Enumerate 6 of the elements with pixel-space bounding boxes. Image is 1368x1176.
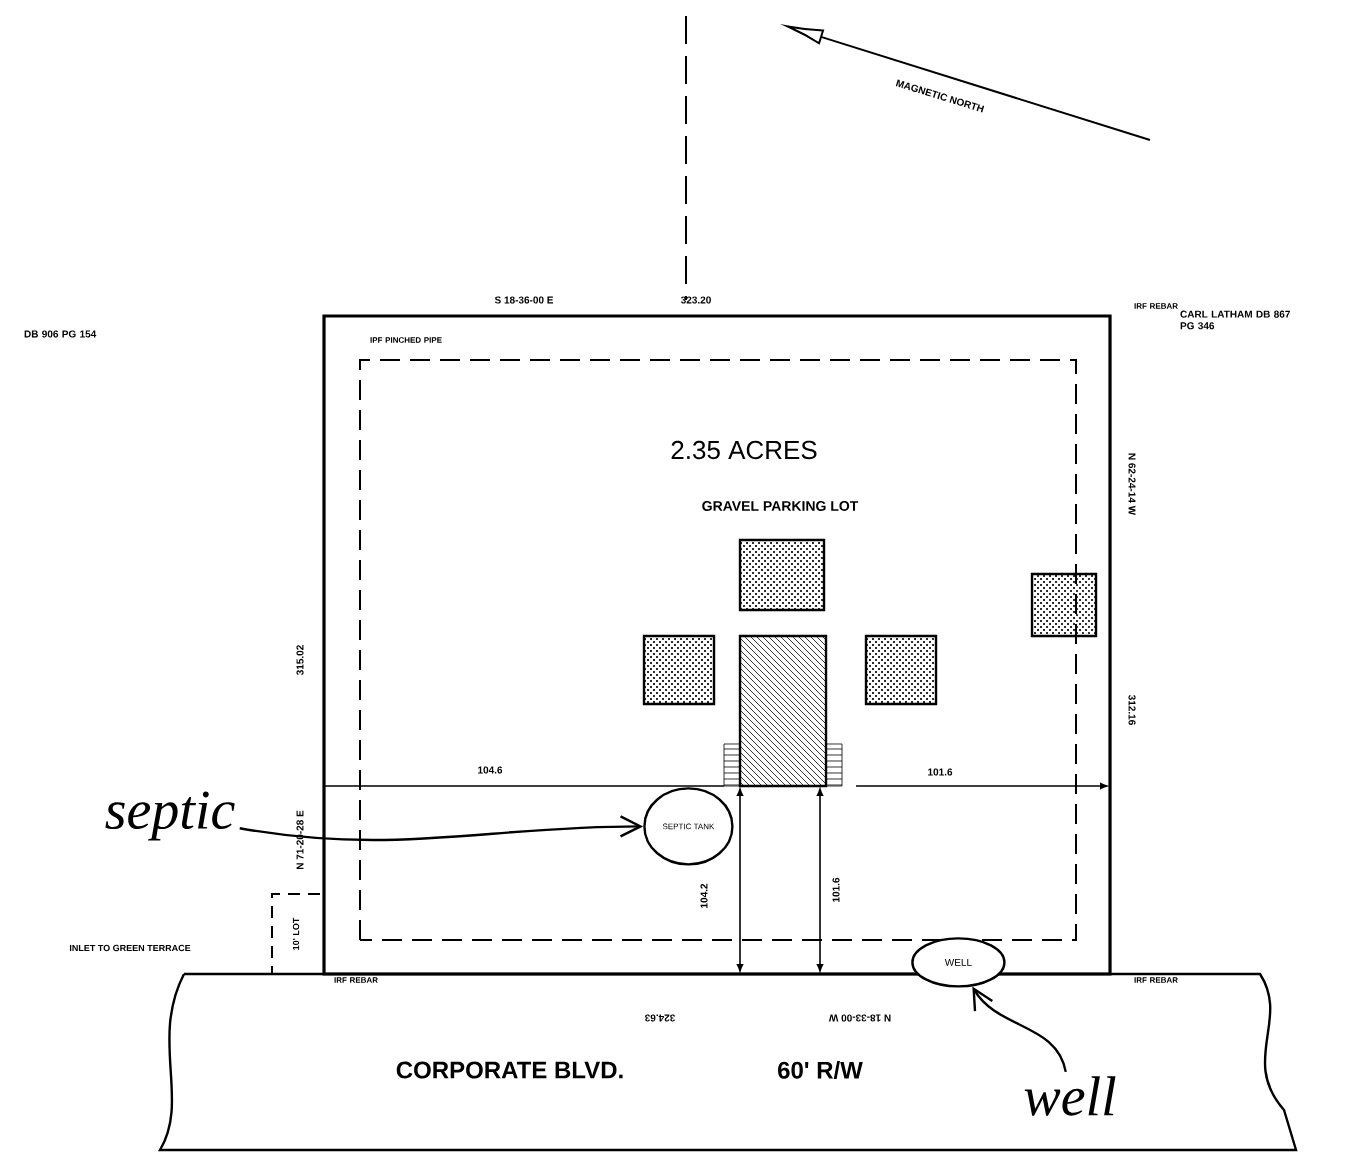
handwritten-note: septic: [105, 791, 235, 841]
plat-label: CORPORATE BLVD.: [396, 1061, 623, 1079]
handwritten-note: well: [1024, 1076, 1116, 1116]
arrow: [972, 986, 1067, 1073]
arrow: [239, 815, 644, 842]
plat-label: 60' R/W: [778, 1061, 863, 1079]
